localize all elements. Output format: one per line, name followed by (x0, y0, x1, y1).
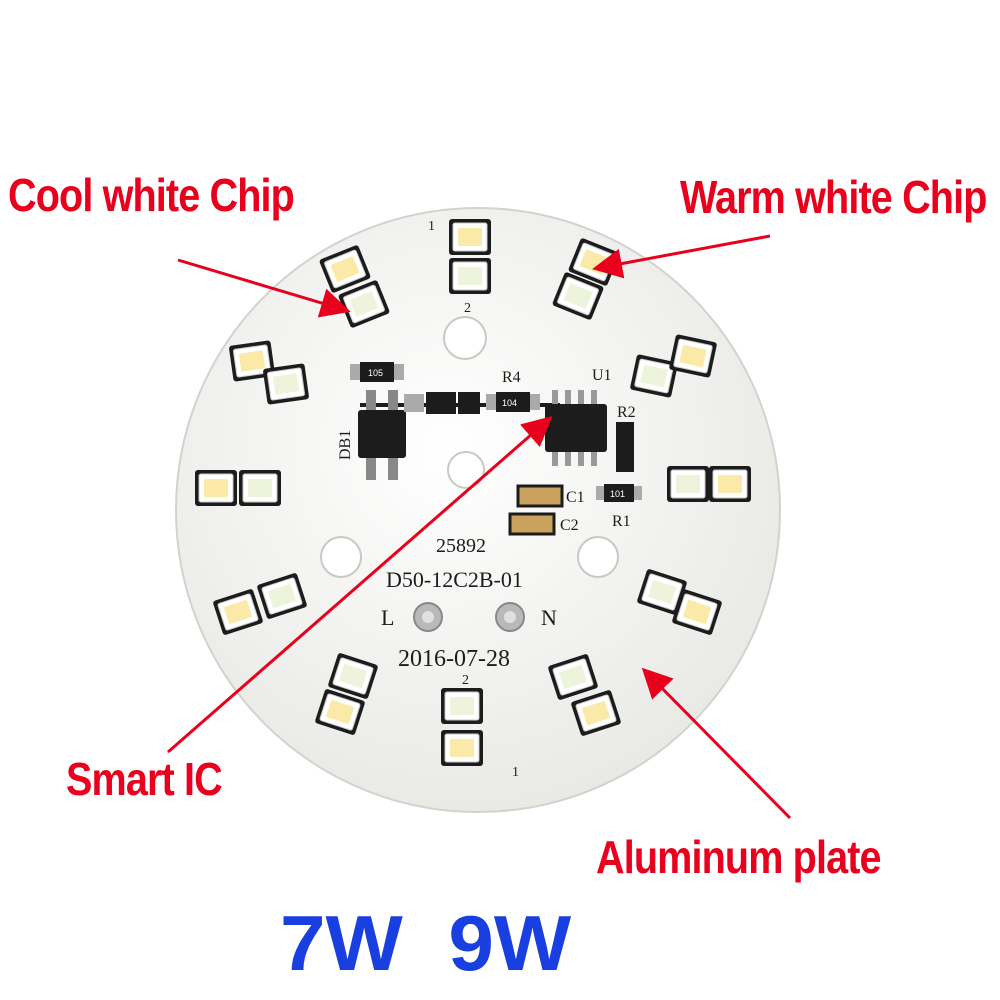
led-chip (440, 729, 484, 767)
board-date: 2016-07-28 (398, 646, 510, 672)
resistor-r4 (486, 392, 540, 412)
terminal-n-label: N (541, 605, 557, 630)
mount-hole (577, 536, 619, 578)
aluminum-plate-label: Aluminum plate (596, 831, 882, 883)
mount-hole (443, 316, 487, 360)
solder-pad-l (413, 602, 443, 632)
ref-r2: R2 (617, 404, 636, 421)
capacitor-c2 (508, 512, 556, 536)
arrow-cool (177, 258, 351, 318)
smart-ic (545, 390, 607, 466)
capacitor-c1 (516, 484, 564, 508)
smart-ic-label: Smart IC (66, 753, 223, 805)
resistor-r1 (596, 484, 642, 502)
ref-c2: C2 (560, 517, 579, 534)
terminal-l-label: L (381, 605, 394, 630)
aluminum-plate (175, 207, 781, 813)
cool-white-chip-label: Cool white Chip (8, 169, 295, 221)
resistor-code-r1: 101 (610, 489, 625, 499)
power-rating: 7W 9W (280, 899, 572, 987)
ref-c1: C1 (566, 489, 585, 506)
led-chip (666, 465, 710, 503)
arrow-ic (167, 416, 553, 754)
led-chip (448, 218, 492, 256)
solder-pad-n (495, 602, 525, 632)
led-chip (708, 465, 752, 503)
mount-hole (320, 536, 362, 578)
warm-white-chip-label: Warm white Chip (680, 171, 987, 223)
resistor-code-r4: 104 (502, 398, 517, 408)
led-chip (448, 257, 492, 295)
chip-number: 1 (428, 219, 435, 234)
chip-number: 2 (462, 673, 469, 688)
resistor-code-top: 105 (368, 368, 383, 378)
chip-number: 2 (464, 301, 471, 316)
led-chip (194, 469, 238, 507)
center-hole (447, 451, 485, 489)
ref-db1: DB1 (337, 430, 354, 460)
bridge-rectifier (358, 390, 406, 480)
led-chip (262, 362, 310, 406)
ref-u1: U1 (592, 367, 612, 384)
board-model: D50-12C2B-01 (386, 567, 523, 592)
ref-r1: R1 (612, 513, 631, 530)
chip-number: 1 (512, 765, 519, 780)
arrow-aluminum (641, 667, 792, 820)
led-chip (440, 687, 484, 725)
board-code: 25892 (436, 535, 486, 557)
led-chip (238, 469, 282, 507)
resistor-r2 (616, 422, 634, 472)
arrow-warm (592, 234, 771, 279)
resistor-top (350, 362, 404, 382)
diode (404, 392, 480, 414)
ref-r4: R4 (502, 369, 521, 386)
